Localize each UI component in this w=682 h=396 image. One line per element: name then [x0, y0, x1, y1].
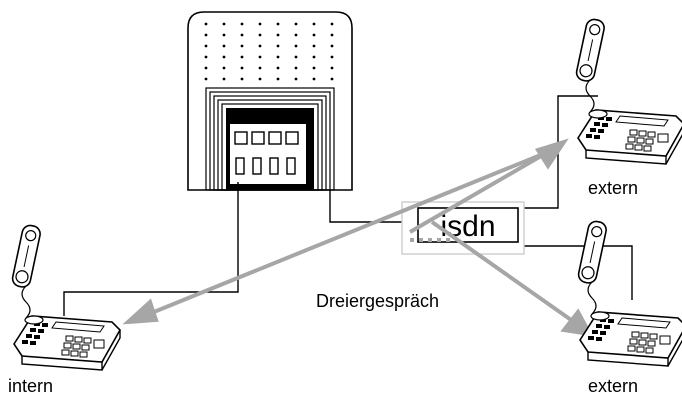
phone-extern-bottom [576, 219, 682, 367]
rj-sockets [234, 131, 299, 175]
phone-extern-top [574, 17, 682, 165]
speaker-grille [204, 22, 334, 81]
phone-intern [10, 223, 121, 371]
pbx-device [187, 11, 353, 191]
arrowhead-extern-top [534, 138, 569, 170]
caption-three-way-call: Dreiergespräch [316, 291, 439, 311]
call-arrows [122, 138, 594, 337]
isdn-label: isdn [440, 210, 495, 243]
arrowhead-intern [122, 298, 159, 325]
arrowhead-extern-bottom [560, 308, 594, 337]
label-extern-top: extern [588, 178, 638, 198]
label-extern-bottom: extern [588, 376, 638, 396]
label-intern: intern [8, 376, 53, 396]
